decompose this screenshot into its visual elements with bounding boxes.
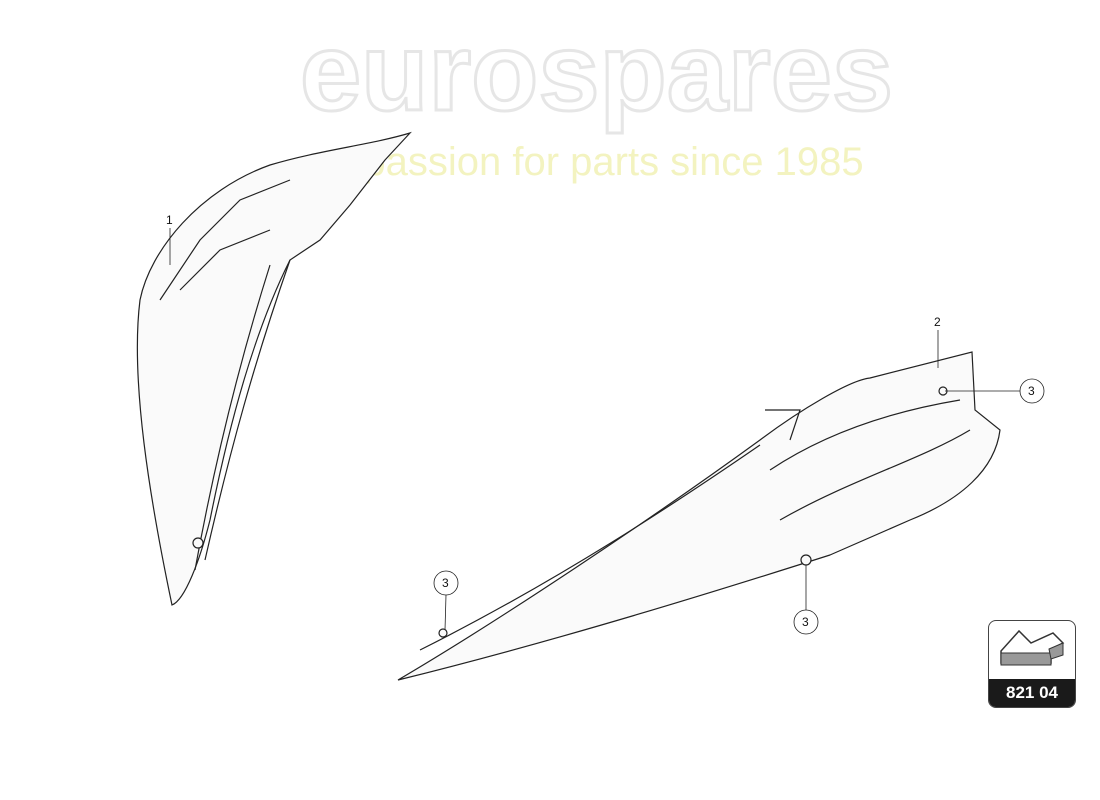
callout-1: 1 — [166, 213, 173, 227]
callout-3b: 3 — [442, 576, 449, 590]
watermark-brand: eurospares — [300, 11, 893, 134]
direction-arrow-icon — [1000, 629, 1065, 666]
callout-3a: 3 — [1028, 384, 1035, 398]
part-1-panel — [136, 131, 412, 606]
section-code: 821 04 — [989, 679, 1075, 707]
watermark: eurospares a passion for parts since 198… — [299, 10, 895, 185]
callout-3c: 3 — [802, 615, 809, 629]
section-badge: 821 04 — [988, 620, 1076, 708]
callouts — [169, 228, 1045, 635]
part-2-panel — [397, 351, 1001, 681]
watermark-tagline: a passion for parts since 1985 — [330, 140, 864, 184]
callout-2: 2 — [934, 315, 941, 329]
